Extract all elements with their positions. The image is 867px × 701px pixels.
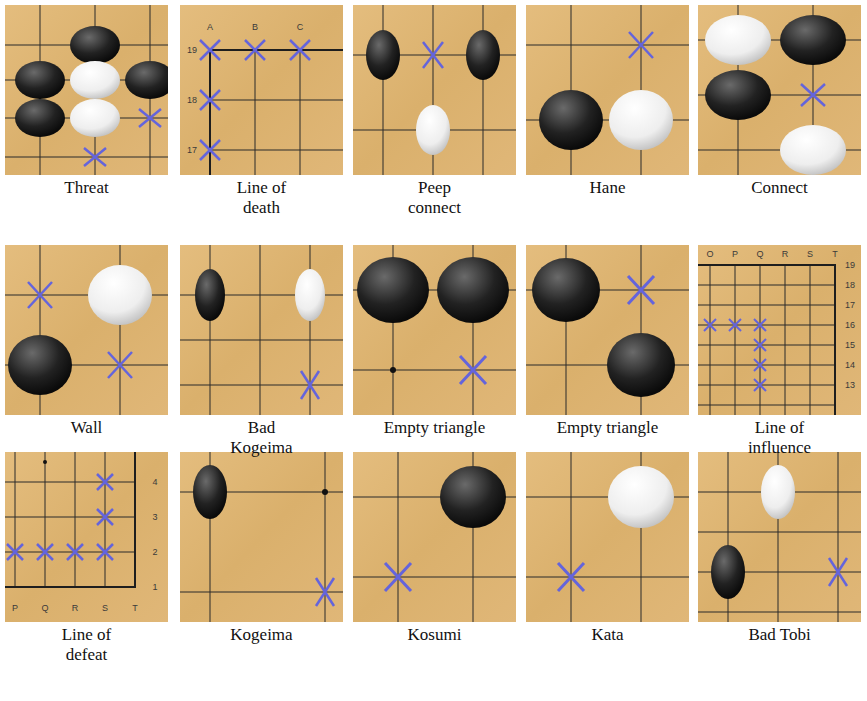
board-coordinate: A bbox=[207, 22, 213, 32]
board-coordinate: 2 bbox=[152, 547, 157, 557]
pattern-caption: Line of influence bbox=[740, 418, 820, 458]
pattern-caption: Kogeima bbox=[180, 625, 343, 645]
go-board bbox=[180, 245, 343, 415]
board-coordinate: 18 bbox=[845, 280, 855, 290]
go-pattern-panel: Empty triangle bbox=[353, 245, 516, 415]
go-board bbox=[698, 5, 861, 175]
pattern-caption: Line of death bbox=[222, 178, 302, 218]
pattern-caption: Threat bbox=[5, 178, 168, 198]
board-coordinate: 3 bbox=[152, 512, 157, 522]
pattern-caption: Empty triangle bbox=[526, 418, 689, 438]
go-board bbox=[698, 452, 861, 622]
board-coordinate: 14 bbox=[845, 360, 855, 370]
board-coordinate: P bbox=[732, 249, 738, 259]
board-coordinate: P bbox=[12, 603, 18, 613]
go-board bbox=[526, 245, 689, 415]
pattern-caption: Connect bbox=[698, 178, 861, 198]
board-coordinate: T bbox=[132, 603, 138, 613]
pattern-caption: Bad Kogeima bbox=[222, 418, 302, 458]
board-coordinate: S bbox=[102, 603, 108, 613]
board-coordinate: O bbox=[706, 249, 713, 259]
go-pattern-panel: Kosumi bbox=[353, 452, 516, 622]
go-board bbox=[5, 245, 168, 415]
go-board bbox=[353, 5, 516, 175]
pattern-caption: Bad Tobi bbox=[698, 625, 861, 645]
go-pattern-panel: Connect bbox=[698, 5, 861, 175]
go-board bbox=[526, 452, 689, 622]
board-coordinate: Q bbox=[756, 249, 763, 259]
board-coordinate: 17 bbox=[187, 145, 197, 155]
pattern-caption: Peep connect bbox=[395, 178, 475, 218]
board-coordinate: B bbox=[252, 22, 258, 32]
go-board bbox=[353, 245, 516, 415]
pattern-caption: Wall bbox=[5, 418, 168, 438]
go-pattern-panel: Bad Kogeima bbox=[180, 245, 343, 415]
board-coordinate: 13 bbox=[845, 380, 855, 390]
board-coordinate: 16 bbox=[845, 320, 855, 330]
pattern-caption: Hane bbox=[526, 178, 689, 198]
go-pattern-panel: Bad Tobi bbox=[698, 452, 861, 622]
board-coordinate: C bbox=[297, 22, 304, 32]
pattern-caption: Kata bbox=[526, 625, 689, 645]
board-coordinate: 15 bbox=[845, 340, 855, 350]
go-board bbox=[698, 245, 861, 415]
go-board bbox=[180, 452, 343, 622]
go-pattern-panel: Wall bbox=[5, 245, 168, 415]
go-pattern-panel: Kata bbox=[526, 452, 689, 622]
go-board bbox=[180, 5, 343, 175]
go-pattern-panel: Line of defeat bbox=[5, 452, 168, 622]
go-pattern-panel: Empty triangle bbox=[526, 245, 689, 415]
go-pattern-panel: Threat bbox=[5, 5, 168, 175]
board-coordinate: 17 bbox=[845, 300, 855, 310]
board-coordinate: 18 bbox=[187, 95, 197, 105]
go-board bbox=[526, 5, 689, 175]
go-board bbox=[5, 452, 168, 622]
pattern-caption: Empty triangle bbox=[353, 418, 516, 438]
board-coordinate: Q bbox=[41, 603, 48, 613]
board-coordinate: T bbox=[832, 249, 838, 259]
board-coordinate: R bbox=[72, 603, 79, 613]
pattern-caption: Kosumi bbox=[353, 625, 516, 645]
go-board bbox=[353, 452, 516, 622]
board-coordinate: 19 bbox=[187, 45, 197, 55]
board-coordinate: R bbox=[782, 249, 789, 259]
pattern-caption: Line of defeat bbox=[47, 625, 127, 665]
board-coordinate: S bbox=[807, 249, 813, 259]
go-pattern-panel: Line of influence bbox=[698, 245, 861, 415]
board-coordinate: 19 bbox=[845, 260, 855, 270]
go-pattern-panel: Peep connect bbox=[353, 5, 516, 175]
go-board bbox=[5, 5, 168, 175]
go-pattern-panel: Kogeima bbox=[180, 452, 343, 622]
board-coordinate: 4 bbox=[152, 477, 157, 487]
board-coordinate: 1 bbox=[152, 582, 157, 592]
go-pattern-panel: Hane bbox=[526, 5, 689, 175]
go-pattern-panel: Line of death bbox=[180, 5, 343, 175]
